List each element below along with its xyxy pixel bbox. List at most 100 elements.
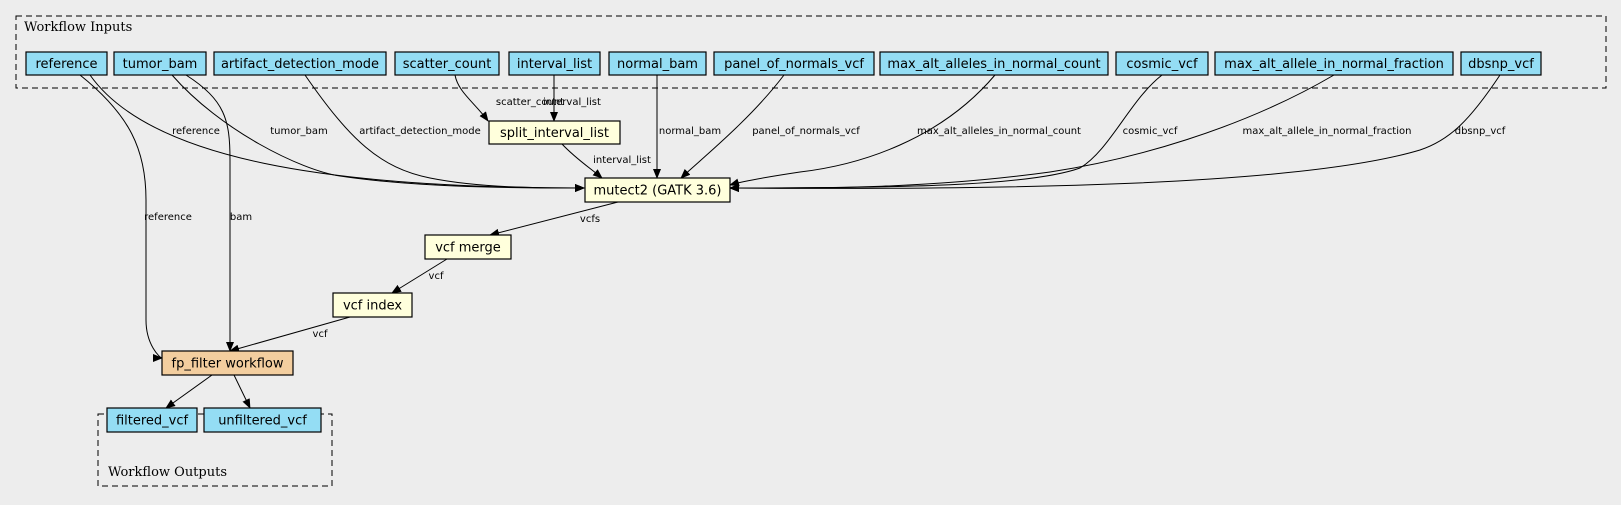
node-normal-bam: normal_bam	[608, 51, 707, 76]
node-box	[713, 51, 875, 76]
node-box	[488, 120, 621, 145]
workflow-outputs-label: Workflow Outputs	[108, 465, 227, 480]
node-scatter-count: scatter_count	[394, 51, 500, 76]
edge-reference-to-mutect2	[89, 74, 585, 192]
node-label: fp_filter workflow	[172, 357, 284, 372]
node-label: max_alt_allele_in_normal_fraction	[1224, 57, 1444, 72]
node-vcf-merge: vcf merge	[424, 234, 512, 260]
edge-line	[89, 74, 585, 192]
node-label: scatter_count	[403, 57, 492, 72]
node-max-alt-allele-in-normal-fraction: max_alt_allele_in_normal_fraction	[1214, 51, 1454, 76]
node-label: max_alt_alleles_in_normal_count	[887, 57, 1100, 72]
node-box	[332, 292, 413, 318]
edge-vcf-index-to-fp-filter	[229, 316, 351, 353]
node-vcf-index: vcf index	[332, 292, 413, 318]
node-box	[394, 51, 500, 76]
edge-label: max_alt_alleles_in_normal_count	[917, 126, 1081, 137]
node-label: mutect2 (GATK 3.6)	[593, 184, 721, 199]
node-box	[25, 51, 108, 76]
node-box	[1115, 51, 1209, 76]
node-tumor-bam: tumor_bam	[113, 51, 207, 76]
node-box	[113, 51, 207, 76]
node-label: interval_list	[517, 57, 592, 72]
edge-vcf-merge-to-vcf-index	[391, 258, 448, 294]
edge-label: bam	[230, 212, 252, 223]
node-box	[424, 234, 512, 260]
edge-max-alt-alleles-in-normal-count-to-mutect2	[729, 74, 996, 187]
node-label: cosmic_vcf	[1126, 57, 1198, 72]
edge-fp-filter-to-unfiltered-vcf	[233, 374, 251, 409]
node-box	[161, 350, 294, 376]
edge-label: reference	[144, 212, 192, 223]
node-box	[508, 51, 601, 76]
edge-label: cosmic_vcf	[1123, 126, 1178, 137]
edge-line	[233, 374, 251, 409]
edge-label: max_alt_allele_in_normal_fraction	[1243, 126, 1412, 137]
edge-line	[729, 74, 1501, 193]
edge-line	[165, 374, 213, 409]
node-panel-of-normals-vcf: panel_of_normals_vcf	[713, 51, 875, 76]
node-label: filtered_vcf	[116, 414, 189, 429]
node-artifact-detection-mode: artifact_detection_mode	[213, 51, 387, 76]
edge-line	[229, 316, 351, 353]
edge-label: panel_of_normals_vcf	[752, 126, 860, 137]
node-filtered-vcf: filtered_vcf	[106, 407, 198, 433]
node-cosmic-vcf: cosmic_vcf	[1115, 51, 1209, 76]
edge-line	[454, 74, 489, 122]
node-box	[584, 177, 731, 203]
edge-label: dbsnp_vcf	[1455, 126, 1506, 137]
node-box	[879, 51, 1109, 76]
node-label: dbsnp_vcf	[1468, 57, 1534, 72]
node-box	[203, 407, 322, 433]
edge-line	[79, 74, 163, 362]
node-interval-list: interval_list	[508, 51, 601, 76]
edge-fp-filter-to-filtered-vcf	[165, 374, 213, 409]
edge-label: interval_list	[543, 97, 601, 108]
edge-mutect2-to-vcf-merge	[489, 201, 619, 237]
edge-panel-of-normals-vcf-to-mutect2	[680, 74, 785, 179]
node-label: reference	[35, 57, 97, 72]
edge-line	[489, 201, 619, 237]
edge-line	[561, 143, 603, 179]
node-box	[1214, 51, 1454, 76]
edge-line	[185, 74, 234, 352]
edge-label: artifact_detection_mode	[359, 126, 481, 137]
edge-dbsnp-vcf-to-mutect2	[729, 74, 1501, 193]
node-mutect2: mutect2 (GATK 3.6)	[584, 177, 731, 203]
edge-line	[680, 74, 785, 179]
node-box	[608, 51, 707, 76]
edge-label: scatter_count	[496, 97, 564, 108]
edge-line	[304, 74, 585, 192]
node-label: vcf merge	[435, 241, 501, 256]
node-label: panel_of_normals_vcf	[724, 57, 864, 72]
edge-label: interval_list	[593, 155, 651, 166]
workflow-outputs-cluster: Workflow Outputs	[97, 413, 333, 487]
edge-label: reference	[172, 126, 220, 137]
node-split-interval-list: split_interval_list	[488, 120, 621, 145]
node-reference: reference	[25, 51, 108, 76]
edge-split-interval-list-to-mutect2	[561, 143, 603, 179]
node-unfiltered-vcf: unfiltered_vcf	[203, 407, 322, 433]
workflow-inputs-label: Workflow Inputs	[24, 20, 132, 35]
node-label: tumor_bam	[123, 57, 198, 72]
edge-label: normal_bam	[659, 126, 721, 137]
node-box	[106, 407, 198, 433]
edge-line	[729, 74, 996, 187]
edge-scatter-count-to-split-interval-list	[454, 74, 489, 122]
edge-label: vcf	[429, 271, 444, 282]
node-max-alt-alleles-in-normal-count: max_alt_alleles_in_normal_count	[879, 51, 1109, 76]
edge-label: vcf	[313, 329, 328, 340]
node-box	[213, 51, 387, 76]
edge-label: vcfs	[580, 214, 600, 225]
node-box	[1460, 51, 1542, 76]
node-fp-filter: fp_filter workflow	[161, 350, 294, 376]
workflow-inputs-cluster: Workflow Inputs	[15, 15, 1607, 89]
node-label: normal_bam	[617, 57, 698, 72]
node-label: unfiltered_vcf	[218, 414, 307, 429]
node-label: artifact_detection_mode	[221, 57, 379, 72]
edge-line	[391, 258, 448, 294]
edge-label: tumor_bam	[270, 126, 327, 137]
edge-artifact-detection-mode-to-mutect2	[304, 74, 585, 192]
